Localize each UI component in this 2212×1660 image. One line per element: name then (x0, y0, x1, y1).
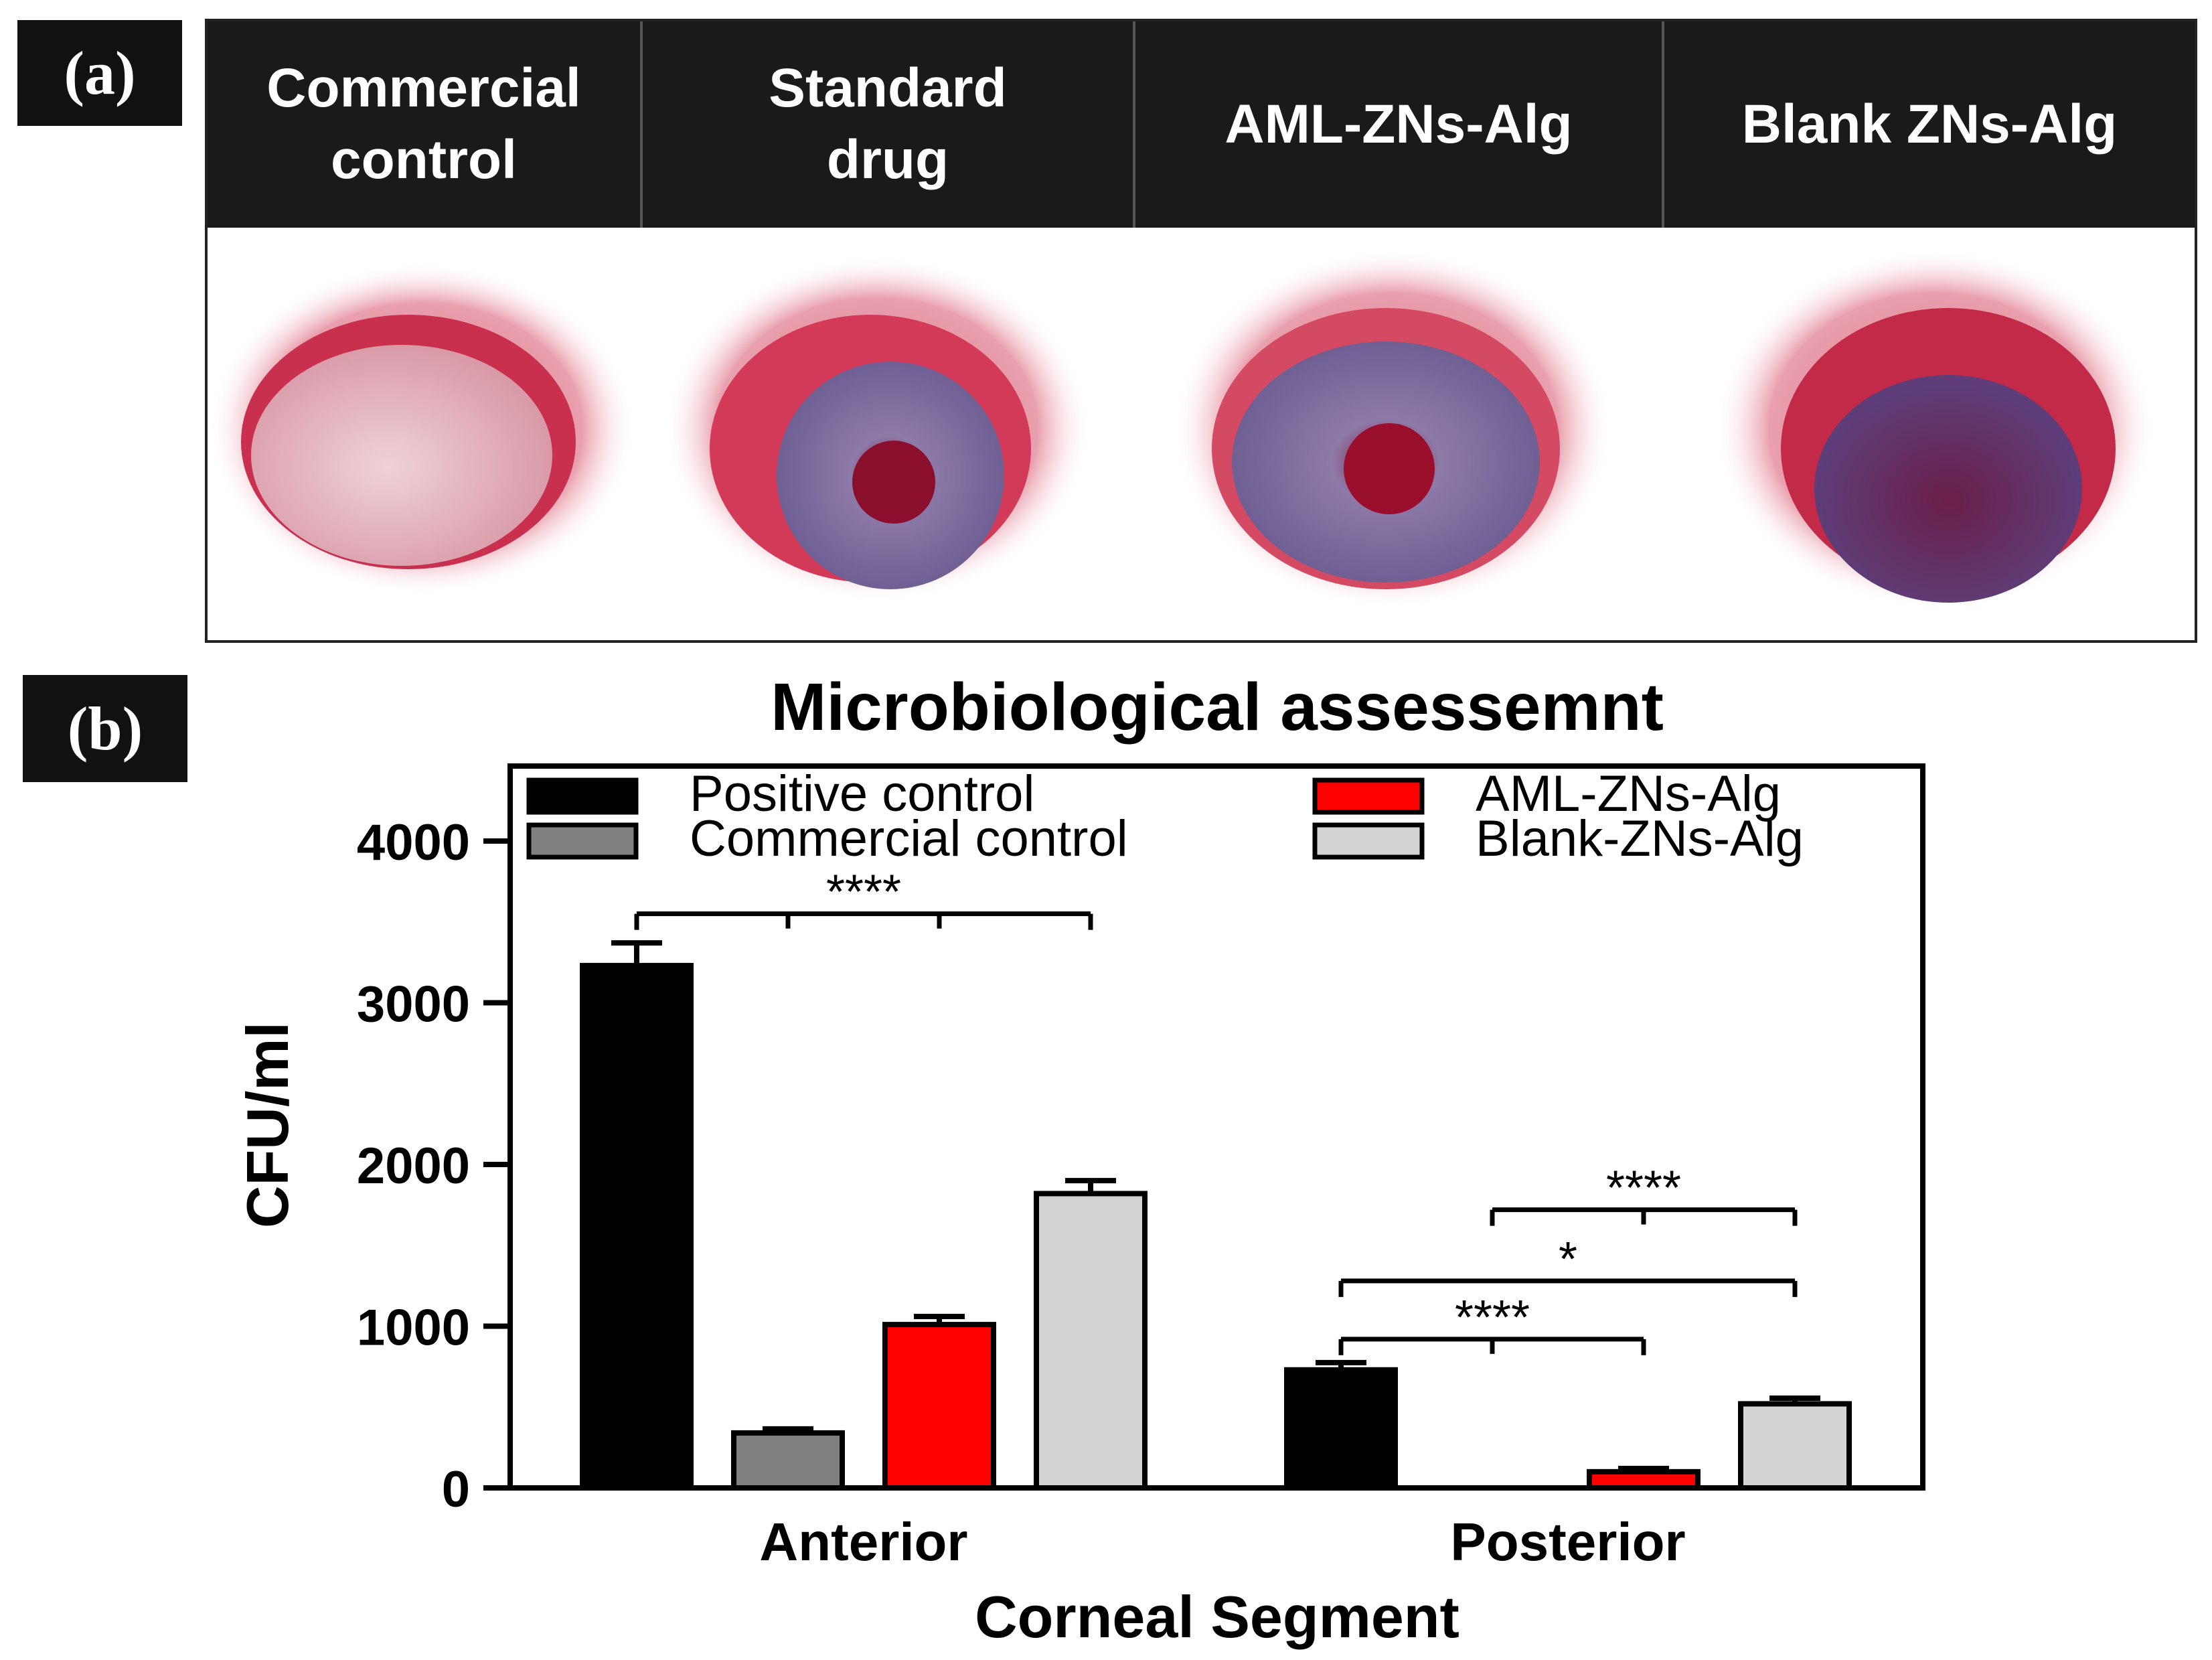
bars (580, 940, 1852, 1491)
y-tick-label: 1000 (357, 1300, 470, 1357)
y-tick-label: 3000 (357, 976, 470, 1033)
header-blank-zns-alg: Blank ZNs-Alg (1741, 93, 2118, 155)
y-axis-label: CFU/ml (234, 1022, 301, 1228)
eye-image-aml-zns-alg (1172, 248, 1613, 609)
x-tick-label: Posterior (1450, 1512, 1685, 1572)
eye-photos (208, 248, 2156, 609)
panel-b-label: (b) (23, 675, 187, 782)
x-axis: Anterior Posterior (759, 1512, 1685, 1572)
bar (1284, 1367, 1398, 1491)
legend-label: Blank-ZNs-Alg (1476, 810, 1804, 867)
x-tick-label: Anterior (759, 1512, 967, 1572)
significance-brackets: ************* (634, 866, 1798, 1355)
significance-label: **** (1455, 1291, 1530, 1345)
header-commercial-control: Commercial control (208, 21, 643, 228)
plot-frame (507, 763, 1925, 1491)
legend-swatch (1312, 822, 1425, 860)
photo-header-row: Commercial control Standard drug AML-ZNs… (208, 21, 2195, 228)
legend-swatch (526, 822, 639, 860)
y-tick-label: 2000 (357, 1138, 470, 1195)
bar (882, 1322, 996, 1491)
legend-label: Commercial control (690, 810, 1128, 867)
bar (1587, 1468, 1701, 1491)
eye-photo-panel: Commercial control Standard drug AML-ZNs… (205, 19, 2197, 643)
eye-image-blank-zns-alg (1714, 248, 2156, 609)
header-aml-zns-alg: AML-ZNs-Alg (1135, 21, 1664, 228)
legend-swatch (526, 777, 639, 815)
bar (580, 962, 694, 1491)
significance-label: * (1559, 1233, 1577, 1286)
y-tick-label: 4000 (357, 814, 470, 871)
y-tick-label: 0 (442, 1461, 470, 1518)
bar (731, 1430, 845, 1491)
chart-title: Microbiological assessemnt (771, 670, 1664, 745)
legend-label: AML-ZNs-Alg (1476, 765, 1781, 822)
significance-label: **** (1606, 1162, 1681, 1215)
legend-label: Positive control (690, 765, 1034, 822)
x-axis-label: Corneal Segment (975, 1584, 1459, 1650)
legend-swatch (1312, 777, 1425, 815)
bar (1738, 1401, 1852, 1491)
bar (1034, 1191, 1148, 1491)
y-axis: 0 1000 2000 3000 4000 (357, 814, 510, 1518)
significance-label: **** (826, 866, 901, 919)
eye-image-standard-drug (663, 254, 1091, 603)
header-standard-drug: Standard drug (643, 21, 1135, 228)
panel-a-label: (a) (17, 20, 182, 126)
eye-image-commercial-control (208, 261, 636, 596)
bar-chart: Microbiological assessemnt 0 1000 2000 3000… (234, 670, 1925, 1650)
